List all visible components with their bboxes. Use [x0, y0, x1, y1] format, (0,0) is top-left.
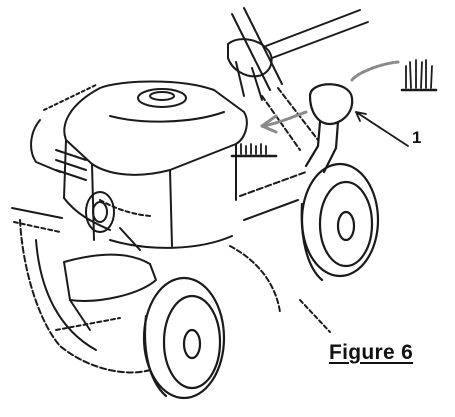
front-wheel: [142, 276, 226, 400]
callout-1-leader: [355, 111, 409, 147]
mower-deck: [19, 171, 331, 374]
rear-wheel: [300, 162, 380, 282]
handle-assembly: [227, 7, 369, 151]
tall-grass-icon: [400, 59, 438, 92]
adjust-arrows: [260, 60, 400, 134]
height-adjust-knob: [304, 83, 354, 174]
figure-label: Figure 6: [329, 341, 414, 364]
short-grass-icon: [230, 143, 278, 158]
callout-number: 1: [412, 128, 422, 147]
engine: [11, 80, 248, 251]
